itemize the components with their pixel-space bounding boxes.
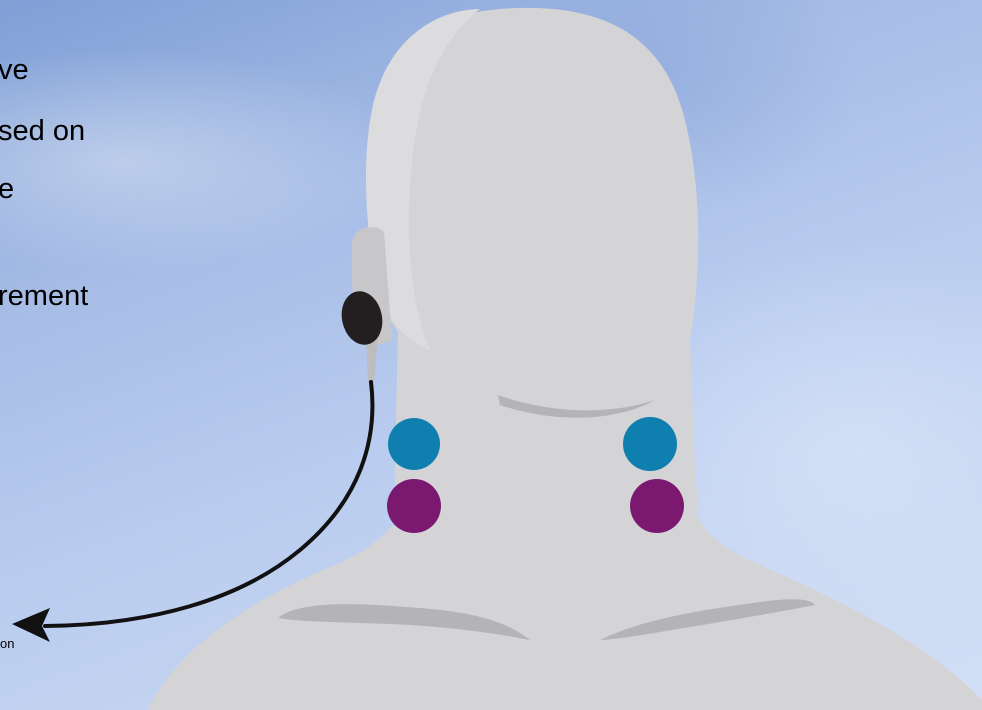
earbud-stem — [366, 338, 378, 382]
electrode-icon — [623, 417, 677, 471]
electrode-icon — [630, 479, 684, 533]
electrode-icon — [387, 479, 441, 533]
electrode-icon — [388, 418, 440, 470]
